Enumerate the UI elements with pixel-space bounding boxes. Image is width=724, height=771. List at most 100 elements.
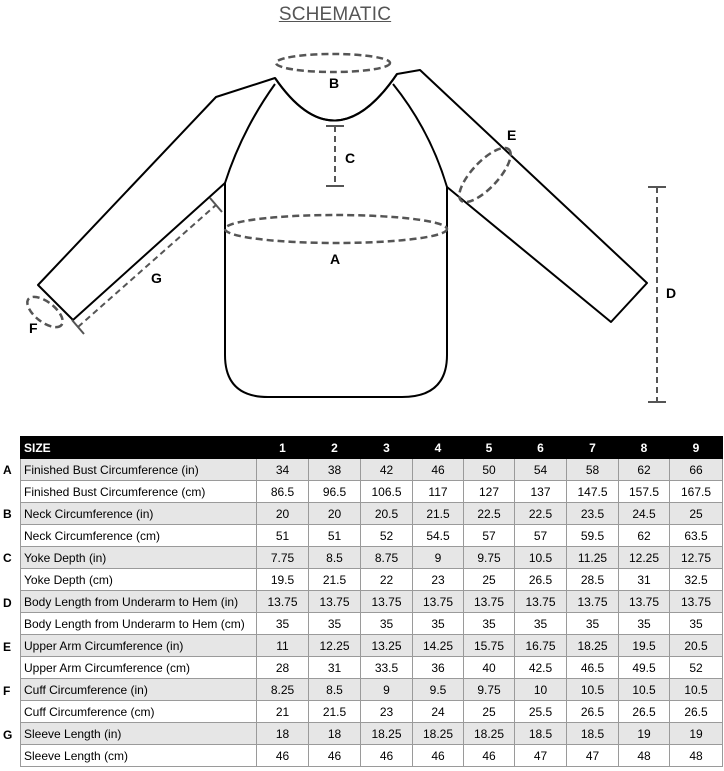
measurement-value: 22 [360, 568, 413, 591]
measurement-value: 35 [514, 612, 567, 635]
row-letter: B [3, 507, 12, 522]
measurement-label: Finished Bust Circumference (in) [20, 458, 257, 481]
size-column-header: 8 [618, 436, 670, 459]
measurement-value: 13.75 [463, 590, 515, 613]
size-column-header: 9 [669, 436, 723, 459]
size-column-header: 7 [566, 436, 619, 459]
row-letter: D [3, 595, 12, 610]
measurement-value: 10 [514, 678, 567, 701]
neckline [274, 73, 398, 122]
measurement-value: 18 [256, 722, 309, 745]
measurement-value: 25 [463, 700, 515, 723]
measurement-value: 147.5 [566, 480, 619, 503]
measurement-value: 21.5 [412, 502, 464, 525]
measurement-value: 13.75 [412, 590, 464, 613]
measurement-value: 26.5 [669, 700, 723, 723]
label-b: B [329, 75, 339, 91]
measurement-value: 13.25 [360, 634, 413, 657]
measurement-value: 10.5 [618, 678, 670, 701]
measurement-value: 127 [463, 480, 515, 503]
measurement-value: 19.5 [256, 568, 309, 591]
measurement-value: 13.75 [308, 590, 361, 613]
measurement-value: 12.25 [308, 634, 361, 657]
row-letter: F [3, 684, 11, 698]
measurement-value: 33.5 [360, 656, 413, 679]
measurement-value: 157.5 [618, 480, 670, 503]
measurement-value: 36 [412, 656, 464, 679]
measurement-value: 18 [308, 722, 361, 745]
row-letter: G [3, 728, 13, 743]
measurement-value: 20.5 [360, 502, 413, 525]
measurement-value: 23 [412, 568, 464, 591]
measurement-value: 34 [256, 458, 309, 481]
label-d: D [666, 285, 676, 301]
measurement-value: 137 [514, 480, 567, 503]
measurement-value: 13.75 [360, 590, 413, 613]
measurement-value: 10.5 [566, 678, 619, 701]
size-column-header: 1 [256, 436, 309, 459]
measurement-value: 20.5 [669, 634, 723, 657]
measurement-value: 46 [308, 744, 361, 767]
size-column-header: 6 [514, 436, 567, 459]
measurement-value: 20 [256, 502, 309, 525]
measurement-label: Body Length from Underarm to Hem (in) [20, 590, 257, 613]
label-a: A [330, 251, 340, 267]
measurement-value: 9.75 [463, 546, 515, 569]
measurement-value: 48 [618, 744, 670, 767]
measurement-value: 8.5 [308, 546, 361, 569]
measurement-label: Yoke Depth (in) [20, 546, 257, 569]
measurement-value: 47 [566, 744, 619, 767]
measurement-label: Neck Circumference (cm) [20, 524, 257, 547]
measurement-value: 21 [256, 700, 309, 723]
measurement-value: 19 [618, 722, 670, 745]
measurement-value: 9 [412, 546, 464, 569]
measurement-value: 18.25 [360, 722, 413, 745]
measurement-value: 52 [360, 524, 413, 547]
measurement-value: 25.5 [514, 700, 567, 723]
raglan-line-left [224, 83, 276, 184]
measurement-value: 96.5 [308, 480, 361, 503]
measurement-value: 63.5 [669, 524, 723, 547]
size-header: SIZE [20, 436, 257, 459]
measurement-value: 35 [566, 612, 619, 635]
measurement-value: 24.5 [618, 502, 670, 525]
measurement-value: 58 [566, 458, 619, 481]
label-c: C [345, 150, 355, 166]
measurement-value: 23 [360, 700, 413, 723]
measurement-value: 19.5 [618, 634, 670, 657]
bust-measure [223, 213, 449, 245]
measurement-value: 9.75 [463, 678, 515, 701]
measurement-value: 167.5 [669, 480, 723, 503]
measurement-value: 13.75 [256, 590, 309, 613]
measurement-value: 46.5 [566, 656, 619, 679]
sleeve-length-measure [71, 197, 223, 335]
measurement-value: 8.75 [360, 546, 413, 569]
measurement-value: 42.5 [514, 656, 567, 679]
sweater-schematic: A B C D E F G [26, 52, 676, 403]
measurement-value: 57 [514, 524, 567, 547]
measurement-value: 31 [308, 656, 361, 679]
table-row: Body Length from Underarm to Hem (in)13.… [20, 590, 723, 613]
measurement-label: Upper Arm Circumference (cm) [20, 656, 257, 679]
measurement-value: 24 [412, 700, 464, 723]
measurement-value: 47 [514, 744, 567, 767]
measurement-value: 9.5 [412, 678, 464, 701]
measurement-value: 35 [308, 612, 361, 635]
measurement-value: 25 [669, 502, 723, 525]
body-length-measure [648, 186, 666, 403]
measurement-value: 18.5 [514, 722, 567, 745]
measurement-value: 8.25 [256, 678, 309, 701]
neck-measure [274, 52, 392, 74]
measurement-value: 57 [463, 524, 515, 547]
measurement-value: 18.25 [463, 722, 515, 745]
measurement-value: 10.5 [669, 678, 723, 701]
measurement-value: 15.75 [463, 634, 515, 657]
